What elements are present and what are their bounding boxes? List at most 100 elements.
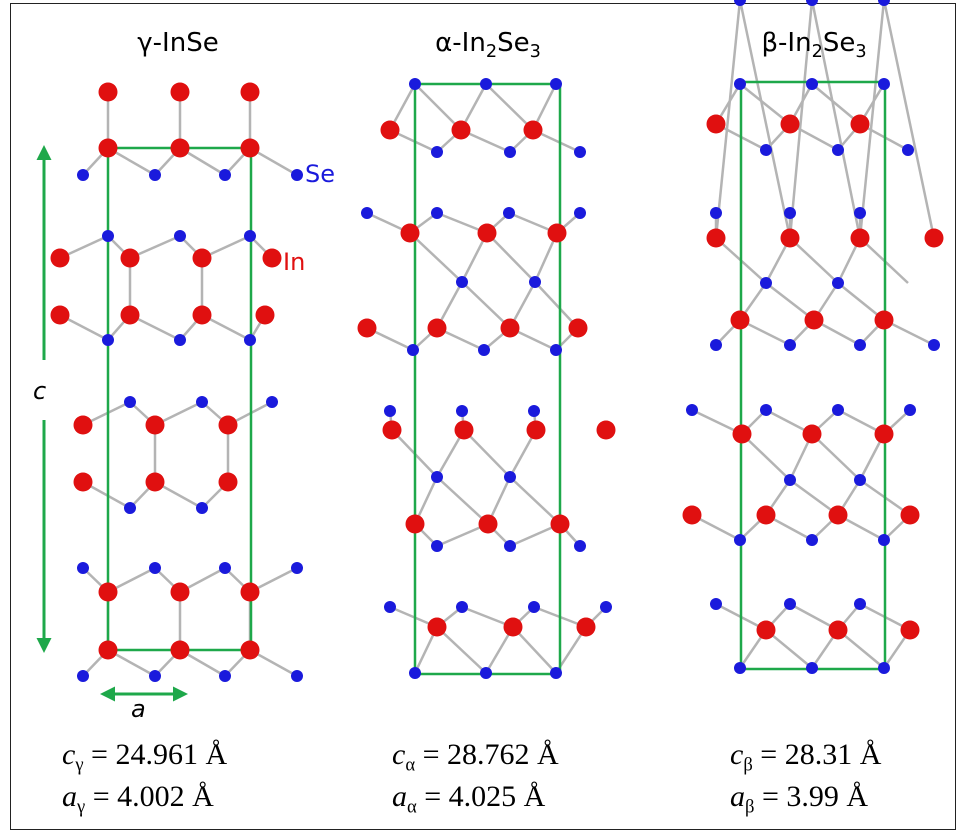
- se-atom: [784, 474, 796, 486]
- in-atom: [804, 310, 824, 330]
- se-atom: [878, 662, 890, 674]
- bond: [765, 282, 815, 321]
- in-atom: [218, 415, 238, 435]
- bond: [810, 0, 862, 239]
- in-atom: [382, 420, 402, 440]
- se-atom: [384, 405, 396, 417]
- in-atom: [477, 223, 497, 243]
- se-atom: [806, 662, 818, 674]
- bond: [463, 429, 511, 478]
- se-atom: [574, 540, 586, 552]
- in-atom: [828, 620, 848, 640]
- in-atom: [828, 505, 848, 525]
- bond: [837, 282, 885, 321]
- se-atom: [219, 562, 231, 574]
- bond: [789, 237, 839, 284]
- bond: [509, 476, 561, 525]
- se-atom: [504, 146, 516, 158]
- se-atom: [431, 146, 443, 158]
- se-atom: [806, 534, 818, 546]
- in-atom: [50, 248, 70, 268]
- in-atom: [706, 228, 726, 248]
- bond: [436, 476, 489, 525]
- in-atom: [850, 114, 870, 134]
- bond: [409, 232, 463, 283]
- in-atom: [780, 228, 800, 248]
- in-atom: [924, 228, 944, 248]
- in-atom: [192, 305, 212, 325]
- se-atom: [149, 169, 161, 181]
- se-atom: [409, 667, 421, 679]
- se-atom: [529, 276, 541, 288]
- se-atom: [291, 562, 303, 574]
- se-atom: [710, 207, 722, 219]
- se-atom: [574, 207, 586, 219]
- in-atom: [850, 228, 870, 248]
- se-atom: [174, 230, 186, 242]
- in-atom: [547, 223, 567, 243]
- in-atom: [240, 582, 260, 602]
- in-atom: [98, 582, 118, 602]
- in-atom: [451, 120, 471, 140]
- bond: [789, 478, 839, 517]
- in-atom: [576, 617, 596, 637]
- se-atom: [600, 601, 612, 613]
- se-atom: [734, 0, 746, 6]
- se-atom: [734, 78, 746, 90]
- se-atom: [832, 144, 844, 156]
- in-atom: [780, 114, 800, 134]
- se-atom: [806, 78, 818, 90]
- se-atom: [291, 169, 303, 181]
- se-atom: [409, 78, 421, 90]
- in-atom: [478, 514, 498, 534]
- panel-title-alpha-in2se3: α-In2Se3: [435, 28, 541, 63]
- se-atom: [550, 344, 562, 356]
- in-atom: [568, 318, 588, 338]
- bond: [461, 281, 511, 329]
- se-atom: [878, 78, 890, 90]
- se-atom: [904, 404, 916, 416]
- in-atom: [380, 120, 400, 140]
- in-atom: [427, 318, 447, 338]
- bond: [788, 0, 814, 239]
- in-atom: [50, 305, 70, 325]
- in-atom: [170, 138, 190, 158]
- se-atom: [456, 601, 468, 613]
- param-a-beta: aβ = 3.99 Å: [730, 780, 869, 818]
- se-atom: [244, 334, 256, 346]
- se-atom: [784, 339, 796, 351]
- se-atom: [878, 534, 890, 546]
- se-atom: [149, 670, 161, 682]
- se-atom: [503, 207, 515, 219]
- in-atom: [170, 82, 190, 102]
- bond: [714, 0, 742, 239]
- in-atom: [73, 415, 93, 435]
- in-atom: [756, 505, 776, 525]
- se-atom: [928, 339, 940, 351]
- in-atom: [98, 640, 118, 660]
- in-atom: [550, 514, 570, 534]
- in-atom: [523, 120, 543, 140]
- bond: [811, 83, 861, 125]
- se-atom: [149, 562, 161, 574]
- in-atom: [170, 640, 190, 660]
- label-se: Se: [305, 160, 335, 188]
- in-atom: [145, 472, 165, 492]
- in-atom: [732, 424, 752, 444]
- bond: [765, 629, 813, 669]
- se-atom: [480, 667, 492, 679]
- in-atom: [120, 305, 140, 325]
- se-atom: [528, 601, 540, 613]
- se-atom: [784, 207, 796, 219]
- se-atom: [124, 502, 136, 514]
- bond: [741, 433, 791, 481]
- in-atom: [240, 138, 260, 158]
- in-atom: [255, 305, 275, 325]
- in-atom: [218, 472, 238, 492]
- in-atom: [120, 248, 140, 268]
- in-atom: [240, 640, 260, 660]
- bond-layer: [59, 0, 936, 678]
- in-atom: [357, 318, 377, 338]
- bond: [882, 0, 936, 239]
- se-atom: [77, 670, 89, 682]
